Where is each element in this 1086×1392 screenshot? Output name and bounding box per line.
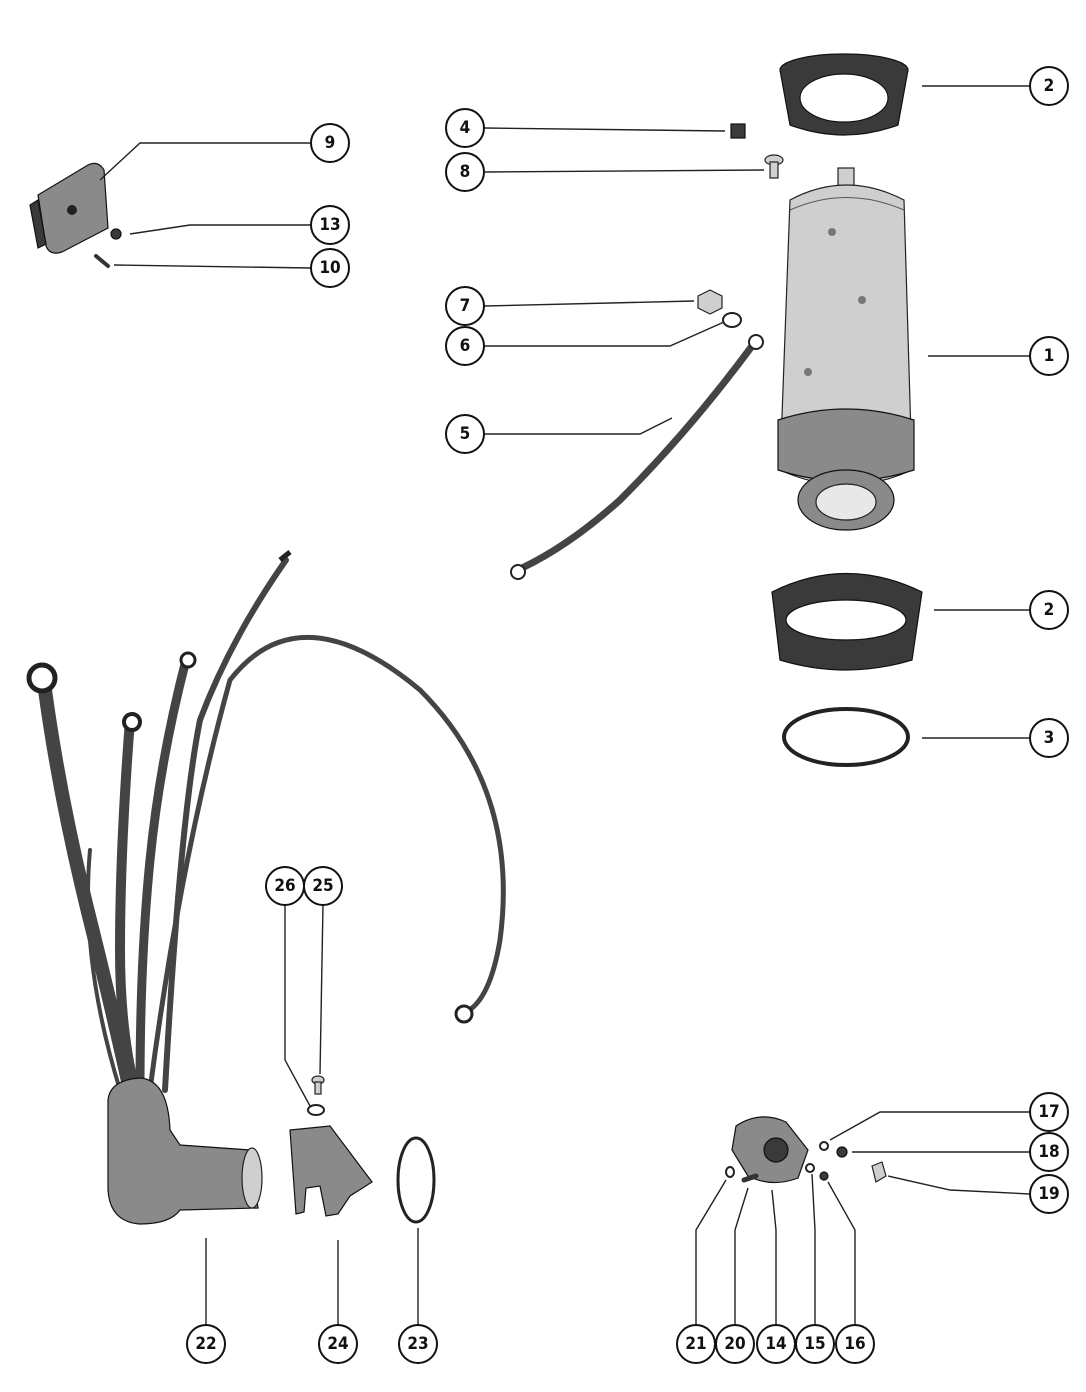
callout-3: 3	[1029, 718, 1069, 758]
callout-2-bottom: 2	[1029, 590, 1069, 630]
part-4-square-nut	[730, 123, 746, 139]
callout-22: 22	[186, 1324, 226, 1364]
svg-text:8: 8	[460, 162, 471, 182]
part-14-switch	[731, 1116, 809, 1184]
svg-text:3: 3	[1044, 728, 1055, 748]
svg-text:23: 23	[407, 1334, 428, 1354]
callout-21: 21	[676, 1324, 716, 1364]
part-2-top-cap	[779, 53, 909, 136]
svg-text:25: 25	[312, 876, 333, 896]
callout-15: 15	[795, 1324, 835, 1364]
part-22-wiring-harness	[26, 550, 506, 1225]
svg-text:10: 10	[319, 258, 340, 278]
part-3-o-ring	[782, 707, 910, 767]
leader-lines	[99, 85, 1031, 1325]
part-16-nut	[819, 1171, 829, 1181]
callout-8: 8	[445, 152, 485, 192]
callout-18: 18	[1029, 1132, 1069, 1172]
svg-text:15: 15	[804, 1334, 825, 1354]
part-2-bottom-cap	[771, 573, 923, 671]
part-8-screw	[764, 154, 784, 179]
callout-19: 19	[1029, 1174, 1069, 1214]
svg-text:9: 9	[325, 133, 336, 153]
part-18-nut	[836, 1146, 848, 1158]
callout-24: 24	[318, 1324, 358, 1364]
part-23-seal	[396, 1136, 436, 1224]
svg-text:19: 19	[1038, 1184, 1059, 1204]
callout-16: 16	[835, 1324, 875, 1364]
svg-text:21: 21	[685, 1334, 706, 1354]
part-10-screw	[94, 254, 110, 268]
svg-text:5: 5	[460, 424, 471, 444]
part-6-washer	[722, 312, 742, 328]
svg-text:13: 13	[319, 215, 340, 235]
svg-text:1: 1	[1044, 346, 1055, 366]
callout-7: 7	[445, 286, 485, 326]
svg-text:2: 2	[1044, 600, 1055, 620]
part-15-washer	[805, 1163, 815, 1173]
part-17-washer	[819, 1141, 829, 1151]
part-26-washer	[307, 1104, 325, 1116]
svg-text:7: 7	[460, 296, 471, 316]
part-20-screw	[741, 1173, 759, 1183]
callout-5: 5	[445, 414, 485, 454]
callout-17: 17	[1029, 1092, 1069, 1132]
svg-text:26: 26	[274, 876, 295, 896]
part-9-rectifier	[29, 162, 109, 254]
callout-14: 14	[756, 1324, 796, 1364]
part-19-cap	[871, 1161, 887, 1183]
callout-23: 23	[398, 1324, 438, 1364]
part-13-nut	[110, 228, 122, 240]
callout-4: 4	[445, 108, 485, 148]
svg-text:16: 16	[844, 1334, 865, 1354]
svg-text:2: 2	[1044, 76, 1055, 96]
svg-text:24: 24	[327, 1334, 348, 1354]
svg-text:4: 4	[460, 118, 471, 138]
svg-text:14: 14	[765, 1334, 786, 1354]
callout-13: 13	[310, 205, 350, 245]
callout-6: 6	[445, 326, 485, 366]
svg-text:17: 17	[1038, 1102, 1059, 1122]
svg-text:22: 22	[195, 1334, 216, 1354]
part-5-cable	[510, 334, 764, 580]
callout-2-top: 2	[1029, 66, 1069, 106]
svg-text:18: 18	[1038, 1142, 1059, 1162]
callout-1: 1	[1029, 336, 1069, 376]
part-7-nut	[697, 289, 723, 315]
callout-20: 20	[715, 1324, 755, 1364]
callout-9: 9	[310, 123, 350, 163]
part-25-screw	[311, 1075, 325, 1095]
part-24-brush-holder	[289, 1125, 373, 1217]
part-1-starter-motor	[777, 167, 915, 531]
callout-26: 26	[265, 866, 305, 906]
callout-10: 10	[310, 248, 350, 288]
svg-text:20: 20	[724, 1334, 745, 1354]
svg-text:6: 6	[460, 336, 471, 356]
callout-25: 25	[303, 866, 343, 906]
part-21-washer	[725, 1166, 735, 1178]
